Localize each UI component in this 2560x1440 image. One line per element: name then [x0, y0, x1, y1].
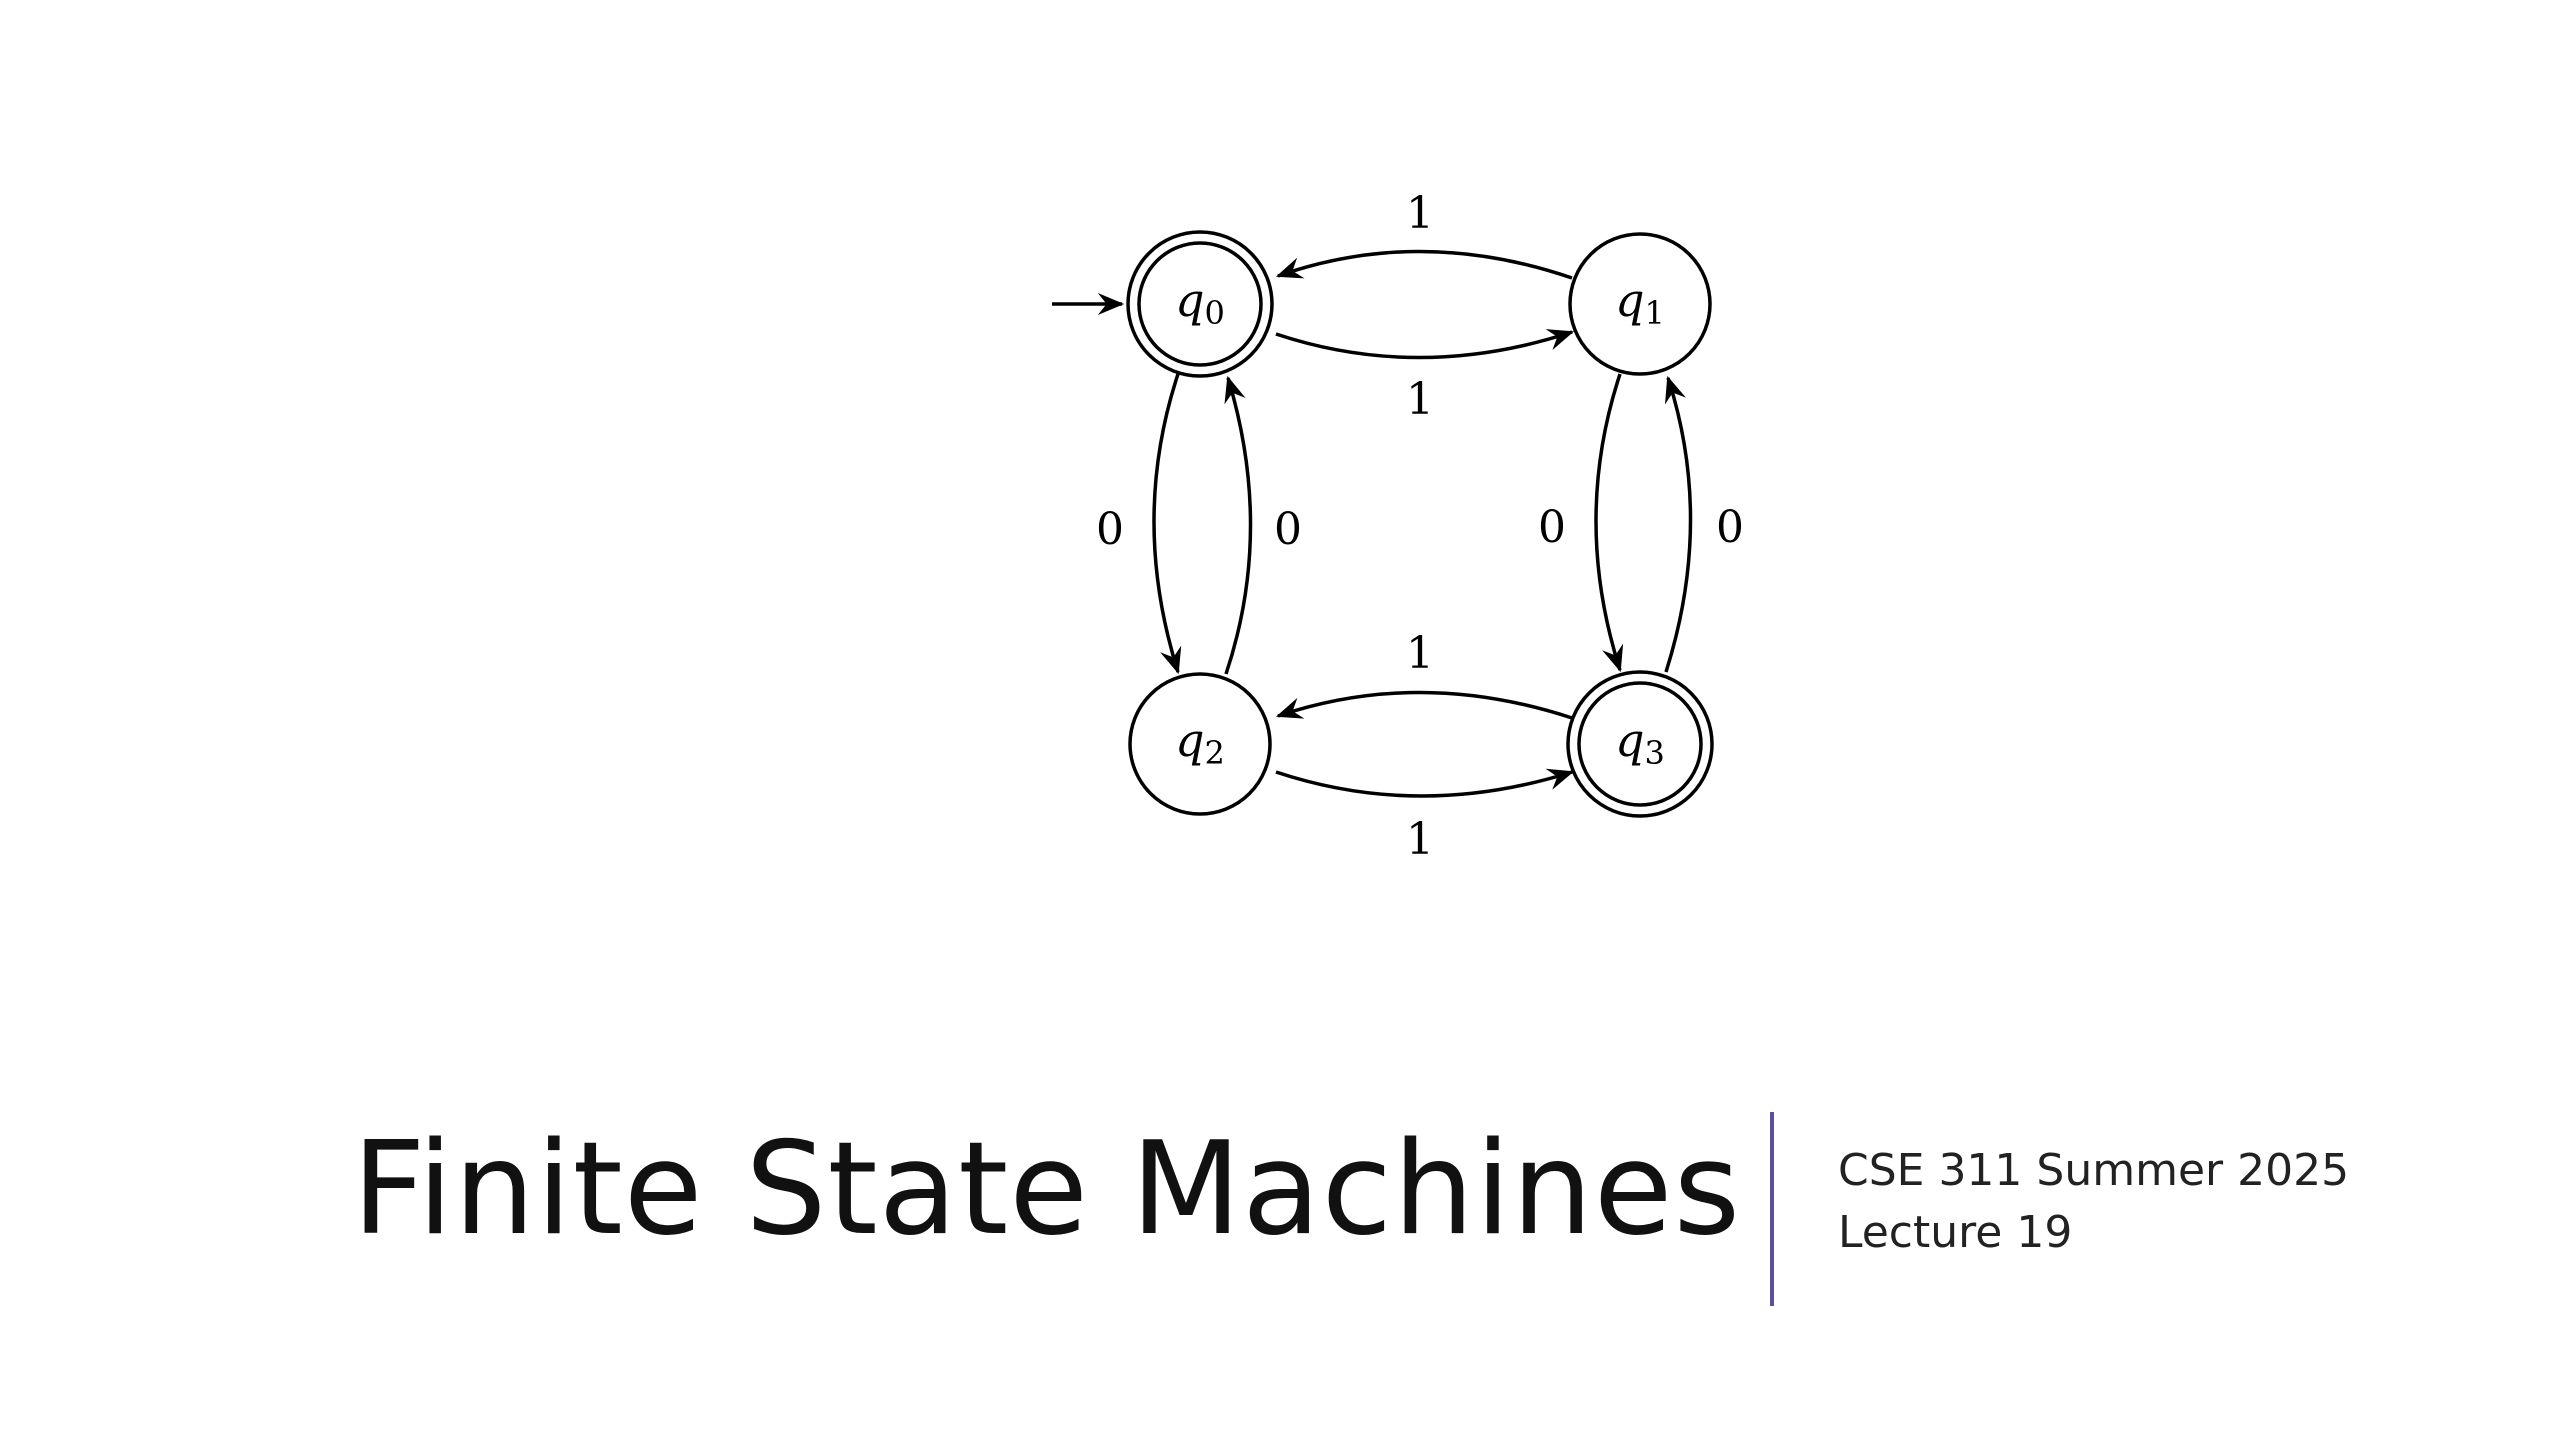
- edge-q2-q3: [1275, 768, 1575, 798]
- state-q1-sub: 1: [1645, 294, 1665, 332]
- svg-text:q0: q0: [1175, 273, 1225, 332]
- lecture-number: Lecture 19: [1838, 1207, 2073, 1258]
- state-q0-sub: 0: [1205, 294, 1225, 332]
- edge-q1-q3: [1594, 373, 1624, 673]
- edge-label-q3-q1: 0: [1716, 502, 1744, 553]
- edge-label-q0-q2: 0: [1096, 504, 1124, 555]
- edge-label-q3-q2: 1: [1406, 628, 1434, 679]
- edge-q0-q2: [1152, 373, 1182, 675]
- edge-q3-q1: [1664, 375, 1693, 673]
- state-q0-base: q: [1175, 273, 1204, 327]
- state-q2-base: q: [1175, 713, 1204, 767]
- edge-label-q1-q0: 1: [1406, 188, 1434, 239]
- state-q1: q1: [1568, 232, 1712, 376]
- state-q3: q3: [1566, 670, 1714, 818]
- edge-label-q2-q3: 1: [1406, 814, 1434, 865]
- edge-label-q1-q3: 0: [1538, 502, 1566, 553]
- edge-q3-q2: [1275, 690, 1573, 720]
- edge-label-q0-q1: 1: [1406, 374, 1434, 425]
- course-name: CSE 311 Summer 2025: [1838, 1145, 2350, 1196]
- state-q1-base: q: [1615, 273, 1644, 327]
- edge-label-q2-q0: 0: [1274, 504, 1302, 555]
- slide-subtitle: CSE 311 Summer 2025 Lecture 19: [1838, 1140, 2349, 1264]
- edge-q2-q0: [1224, 375, 1253, 675]
- edge-q0-q1: [1275, 329, 1575, 360]
- svg-text:q3: q3: [1615, 713, 1665, 772]
- edge-q1-q0: [1275, 249, 1573, 280]
- state-q2: q2: [1128, 672, 1272, 816]
- title-divider: [1770, 1112, 1774, 1306]
- slide-title: Finite State Machines: [352, 1115, 1742, 1264]
- state-q3-sub: 3: [1645, 734, 1665, 772]
- svg-text:q1: q1: [1615, 273, 1665, 332]
- state-q0: q0: [1126, 230, 1274, 378]
- svg-text:q2: q2: [1175, 713, 1225, 772]
- state-q2-sub: 2: [1205, 734, 1225, 772]
- state-q3-base: q: [1615, 713, 1644, 767]
